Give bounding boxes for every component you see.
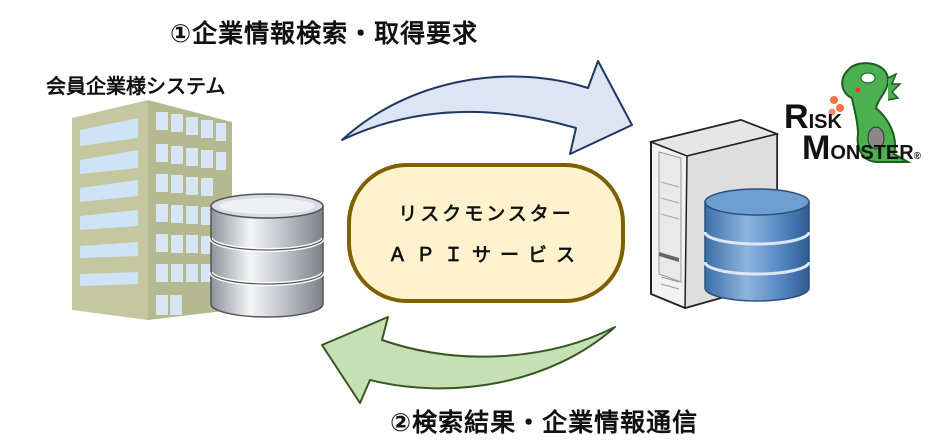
- dinosaur-mascot-icon: [828, 62, 912, 163]
- api-service-subtitle: ＡＰＩサービス: [387, 244, 584, 266]
- step1-request-label: ①企業情報検索・取得要求: [170, 19, 479, 48]
- logo-monster-initial: M: [802, 128, 831, 167]
- logo-risk-initial: R: [784, 98, 809, 136]
- client-database-icon: [209, 193, 325, 318]
- server-database-icon: [703, 188, 811, 302]
- logo-risk-rest: ISK: [808, 111, 842, 133]
- client-system-label: 会員企業様システム: [46, 74, 226, 98]
- api-service-box: リスクモンスター ＡＰＩサービス: [347, 163, 625, 303]
- logo-monster-rest: ONSTER: [830, 141, 914, 164]
- request-arrow: [341, 60, 633, 155]
- risk-monster-logo: RISK MONSTER®: [784, 100, 922, 165]
- response-arrow: [321, 316, 616, 404]
- registered-mark: ®: [913, 150, 922, 162]
- api-service-name: リスクモンスター: [398, 203, 574, 225]
- step2-response-label: ②検索結果・企業情報通信: [390, 408, 699, 437]
